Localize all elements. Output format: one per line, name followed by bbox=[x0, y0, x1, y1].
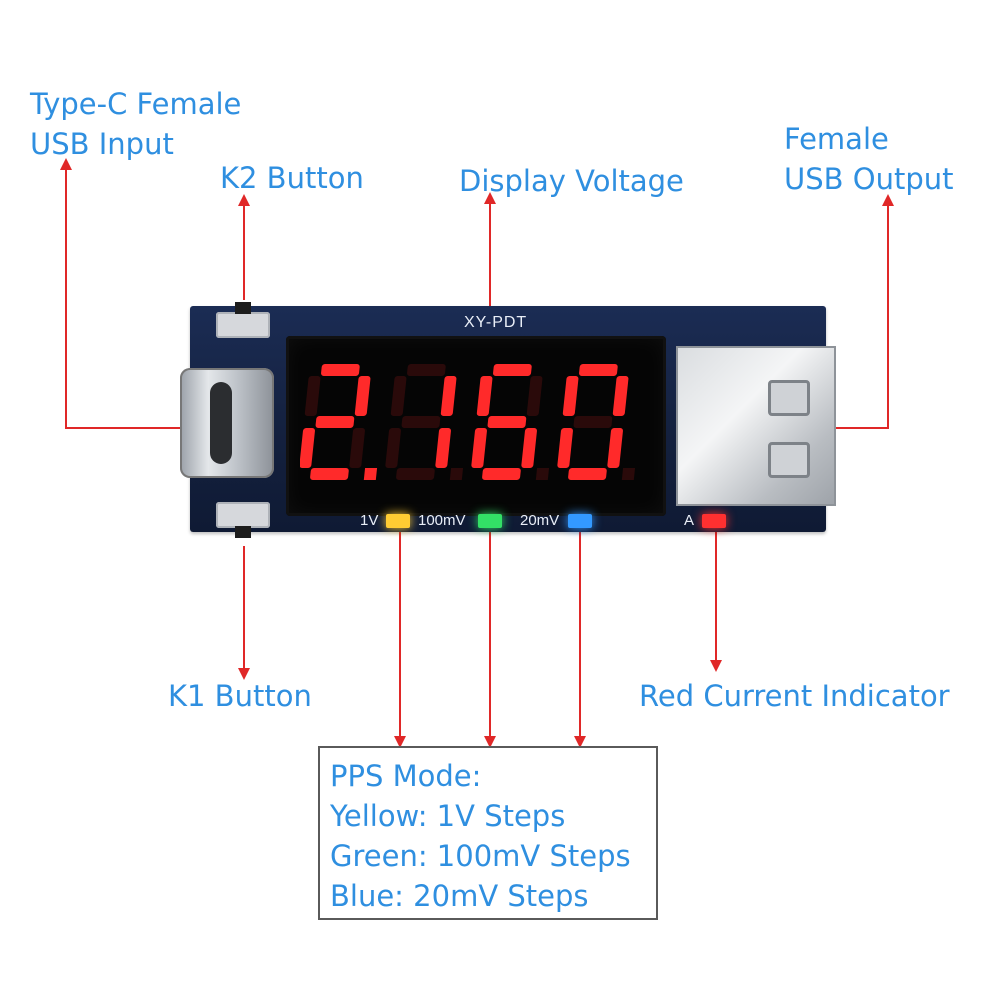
segment-f bbox=[476, 376, 493, 416]
pps-line-title: PPS Mode: bbox=[330, 759, 482, 793]
segment-a bbox=[321, 364, 360, 376]
pps-mode-legend: PPS Mode: Yellow: 1V Steps Green: 100mV … bbox=[318, 746, 658, 920]
led-label-amp: A bbox=[684, 512, 695, 529]
segment-e bbox=[300, 428, 315, 468]
usb-a-output-port bbox=[676, 346, 836, 506]
pps-line-blue: Blue: 20mV Steps bbox=[330, 879, 589, 913]
label-display-voltage: Display Voltage bbox=[459, 164, 684, 198]
label-type-c-line-2: USB Input bbox=[30, 127, 174, 161]
pps-line-green: Green: 100mV Steps bbox=[330, 839, 631, 873]
label-red-current-indicator: Red Current Indicator bbox=[639, 679, 950, 713]
segment-f bbox=[304, 376, 321, 416]
segment-d bbox=[396, 468, 435, 480]
segment-a bbox=[579, 364, 618, 376]
segment-c bbox=[435, 428, 451, 468]
segment-b bbox=[440, 376, 457, 416]
k2-button[interactable] bbox=[216, 302, 270, 338]
arrow-usb-output bbox=[824, 194, 894, 429]
usb-a-latch-bottom bbox=[768, 442, 810, 478]
digit-1 bbox=[385, 364, 464, 480]
segment-e bbox=[385, 428, 401, 468]
segment-d bbox=[310, 468, 349, 480]
led-blue bbox=[568, 514, 592, 528]
k2-button-knob bbox=[235, 302, 251, 314]
arrow-type-c-input bbox=[60, 158, 188, 429]
led-label-20mv: 20mV bbox=[520, 512, 560, 529]
k1-button-knob bbox=[235, 526, 251, 538]
segment-g bbox=[315, 416, 355, 428]
segment-g bbox=[487, 416, 527, 428]
voltage-display bbox=[286, 336, 666, 516]
digit-0 bbox=[300, 364, 378, 480]
segment-b bbox=[612, 376, 629, 416]
segment-d bbox=[482, 468, 521, 480]
segment-b bbox=[354, 376, 371, 416]
k1-button[interactable] bbox=[216, 502, 270, 538]
segment-c bbox=[349, 428, 365, 468]
segment-a bbox=[407, 364, 446, 376]
label-type-c-line-1: Type-C Female bbox=[30, 87, 242, 121]
digit-2 bbox=[471, 364, 550, 480]
segment-g bbox=[573, 416, 613, 428]
pps-line-yellow: Yellow: 1V Steps bbox=[330, 799, 566, 833]
led-yellow bbox=[386, 514, 410, 528]
label-k1-button: K1 Button bbox=[168, 679, 312, 713]
segment-b bbox=[526, 376, 543, 416]
label-type-c-input: Type-C Female USB Input bbox=[30, 84, 241, 164]
led-green bbox=[478, 514, 502, 528]
segment-c bbox=[607, 428, 623, 468]
label-k2-button: K2 Button bbox=[220, 161, 364, 195]
digit-3 bbox=[557, 364, 636, 480]
led-label-1v: 1V bbox=[360, 512, 379, 529]
pd-trigger-board: XY-PDT 1V 100mV 20mV A bbox=[180, 302, 836, 538]
label-usb-output: Female USB Output bbox=[784, 119, 953, 199]
segment-c bbox=[521, 428, 537, 468]
segment-a bbox=[493, 364, 532, 376]
decimal-point bbox=[363, 468, 378, 480]
decimal-point bbox=[449, 468, 464, 480]
type-c-slot bbox=[210, 382, 232, 464]
segment-e bbox=[471, 428, 487, 468]
label-usb-output-line-2: USB Output bbox=[784, 162, 954, 196]
label-usb-output-line-1: Female bbox=[784, 122, 889, 156]
board-model-label: XY-PDT bbox=[464, 314, 528, 331]
led-red-current bbox=[702, 514, 726, 528]
decimal-point bbox=[621, 468, 636, 480]
segment-d bbox=[568, 468, 607, 480]
segment-f bbox=[562, 376, 579, 416]
type-c-usb-input-port bbox=[180, 368, 274, 478]
segment-e bbox=[557, 428, 573, 468]
led-label-100mv: 100mV bbox=[418, 512, 466, 529]
decimal-point bbox=[535, 468, 550, 480]
usb-a-latch-top bbox=[768, 380, 810, 416]
segment-f bbox=[390, 376, 407, 416]
segment-g bbox=[401, 416, 441, 428]
seven-segment-digits bbox=[300, 364, 636, 480]
